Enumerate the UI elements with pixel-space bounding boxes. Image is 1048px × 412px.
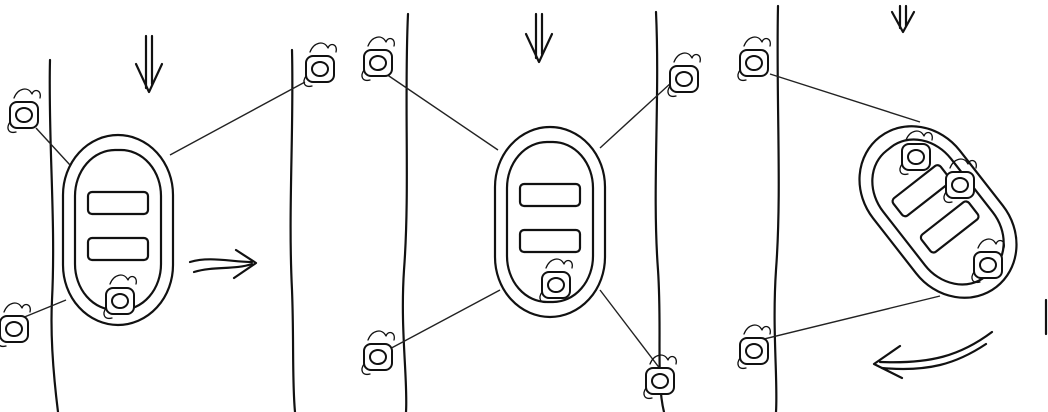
rope xyxy=(600,290,664,374)
panel-3 xyxy=(738,6,1046,412)
person-on-bank xyxy=(304,43,336,86)
rope xyxy=(170,82,305,155)
person-on-bank xyxy=(362,37,394,80)
person-in-raft xyxy=(104,275,136,318)
person-on-bank xyxy=(0,303,30,346)
rope xyxy=(386,74,498,150)
current-arrow xyxy=(136,36,162,92)
person-in-raft xyxy=(540,259,572,302)
panel-1 xyxy=(0,36,336,412)
river-bank-left xyxy=(775,6,779,412)
rope xyxy=(770,74,920,122)
boat-motion-arrow xyxy=(190,250,256,278)
river-bank-right xyxy=(656,12,664,412)
rope xyxy=(600,82,672,148)
river-bank-right xyxy=(291,50,295,412)
boat-motion-arrow xyxy=(874,332,992,378)
rope xyxy=(22,300,66,318)
river-bank-left xyxy=(50,60,58,412)
person-in-raft xyxy=(972,239,1004,282)
person-on-bank xyxy=(668,53,700,96)
person-on-bank xyxy=(738,37,770,80)
river-bank-left xyxy=(403,14,408,412)
person-on-bank xyxy=(738,325,770,368)
current-arrow xyxy=(892,6,914,32)
raft xyxy=(836,103,1040,320)
person-in-raft xyxy=(900,131,932,174)
rope xyxy=(760,296,940,340)
person-on-bank xyxy=(8,89,40,132)
rope xyxy=(384,290,500,352)
current-arrow xyxy=(526,14,552,62)
panel-2 xyxy=(362,12,700,412)
rope xyxy=(36,128,70,165)
person-on-bank xyxy=(362,331,394,374)
